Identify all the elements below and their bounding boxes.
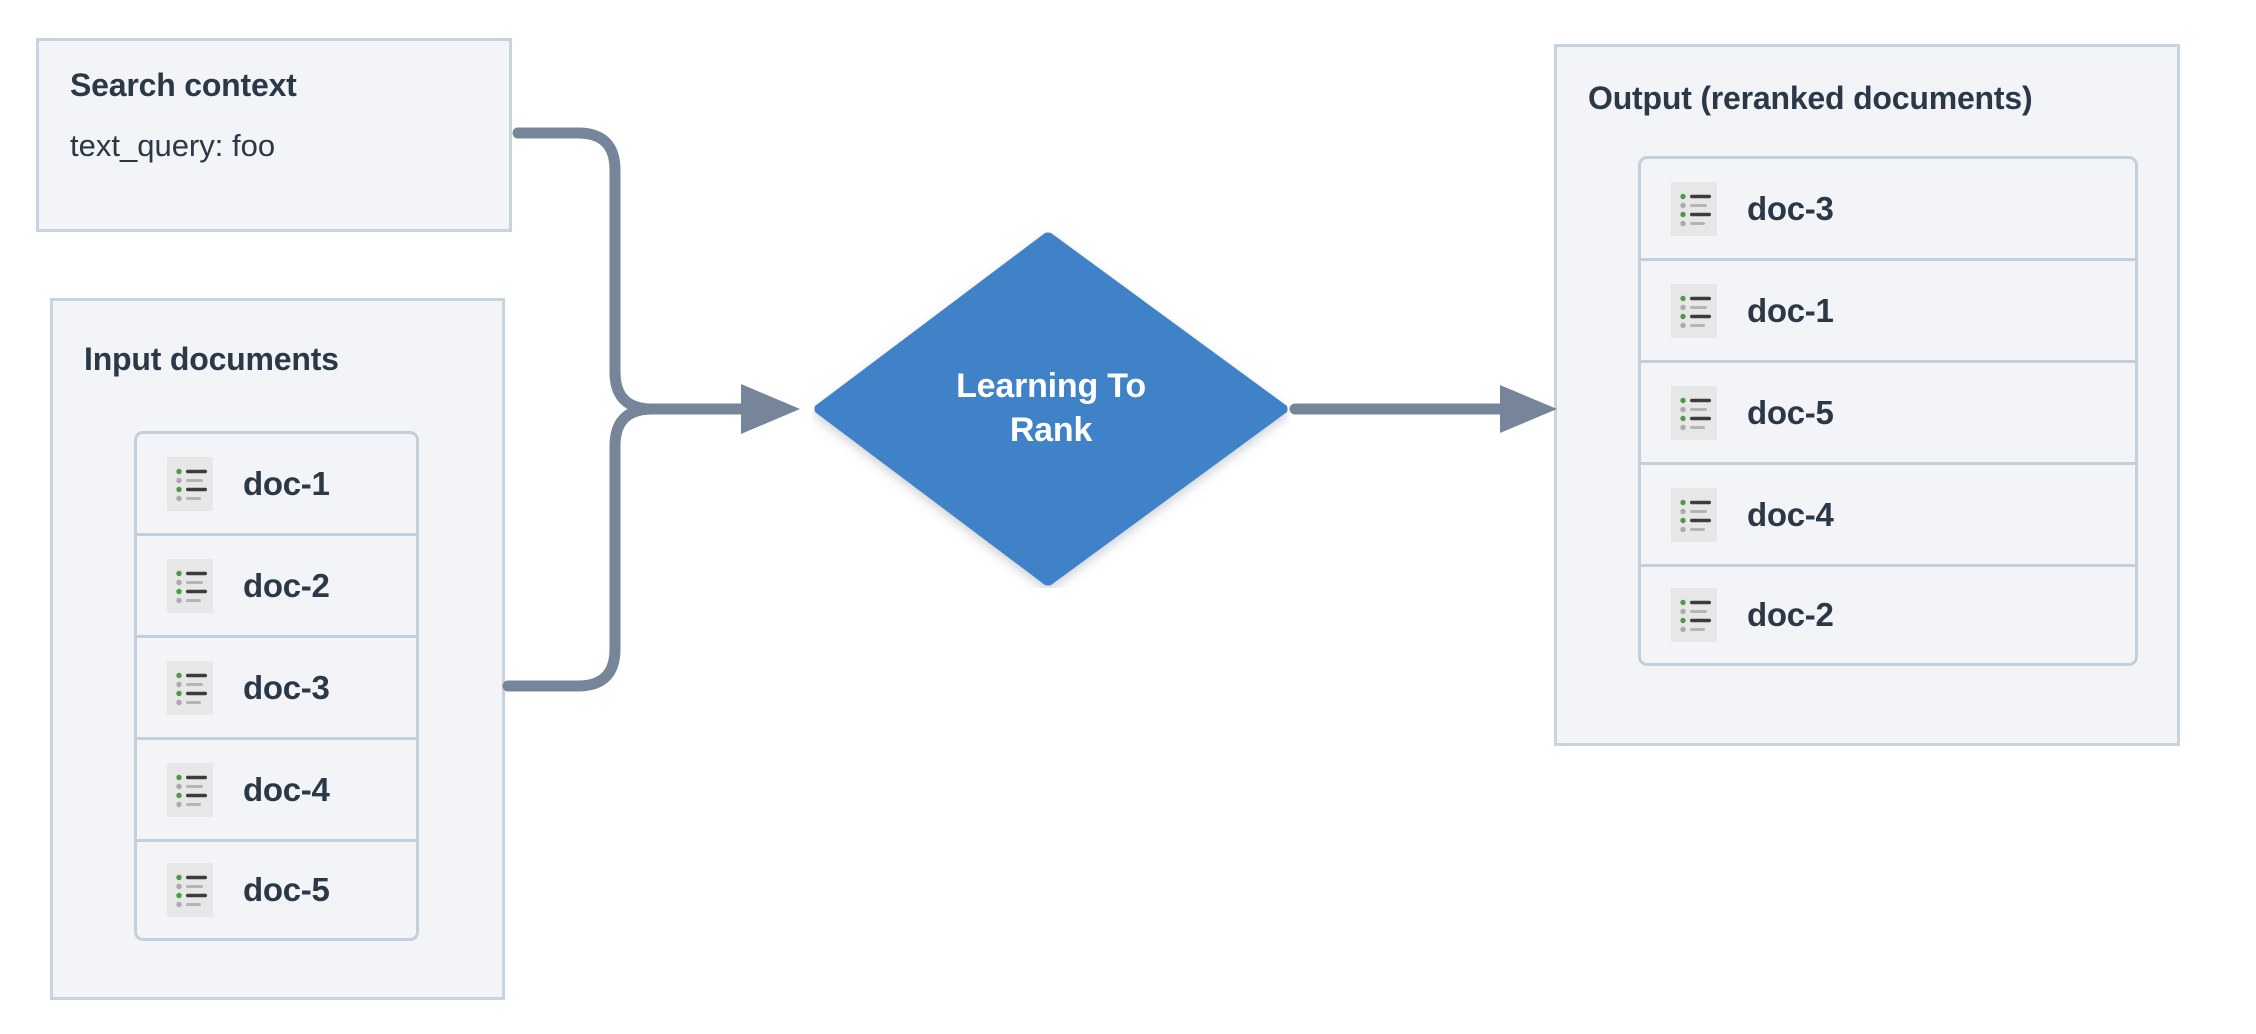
input-document-item[interactable]: doc-2 <box>134 533 419 635</box>
document-list-icon <box>167 863 213 917</box>
input-document-item[interactable]: doc-3 <box>134 635 419 737</box>
document-list-icon <box>1671 181 1717 236</box>
input-document-item-label: doc-2 <box>243 566 330 604</box>
connector-arrowhead-into-ltr <box>741 384 800 434</box>
input-document-item-label: doc-5 <box>243 871 330 908</box>
input-document-item[interactable]: doc-5 <box>134 839 419 941</box>
output-document-item[interactable]: doc-1 <box>1638 258 2138 360</box>
document-list-icon <box>167 762 213 817</box>
document-list-icon <box>167 660 213 715</box>
input-documents-title: Input documents <box>84 341 339 377</box>
document-list-icon <box>167 456 213 511</box>
input-document-item-label: doc-1 <box>243 464 330 502</box>
search-context-panel: Search context text_query: foo <box>36 38 512 232</box>
output-document-item[interactable]: doc-5 <box>1638 360 2138 462</box>
search-context-title: Search context <box>70 67 297 103</box>
output-document-item-label: doc-4 <box>1747 495 1834 533</box>
document-list-icon <box>167 558 213 613</box>
output-document-item[interactable]: doc-3 <box>1638 156 2138 258</box>
output-document-item-label: doc-2 <box>1747 596 1834 633</box>
output-document-item[interactable]: doc-2 <box>1638 564 2138 666</box>
output-document-item[interactable]: doc-4 <box>1638 462 2138 564</box>
input-document-item-label: doc-3 <box>243 668 330 706</box>
output-document-item-label: doc-5 <box>1747 393 1834 431</box>
output-document-item-label: doc-3 <box>1747 189 1834 227</box>
output-documents-list: doc-3 doc-1 doc-5 doc-4 doc-2 <box>1638 156 2138 666</box>
output-title: Output (reranked documents) <box>1588 80 2033 116</box>
input-documents-list: doc-1 doc-2 doc-3 doc-4 doc-5 <box>134 431 419 941</box>
diamond-shape-icon <box>814 232 1288 586</box>
connector-search-context-to-ltr <box>512 127 751 415</box>
input-document-item[interactable]: doc-1 <box>134 431 419 533</box>
connector-input-documents-to-ltr <box>502 403 751 692</box>
connector-arrowhead-into-output <box>1500 385 1557 433</box>
document-list-icon <box>1671 385 1717 440</box>
input-document-item-label: doc-4 <box>243 770 330 808</box>
document-list-icon <box>1671 487 1717 542</box>
document-list-icon <box>1671 283 1717 338</box>
document-list-icon <box>1671 588 1717 642</box>
input-document-item[interactable]: doc-4 <box>134 737 419 839</box>
output-document-item-label: doc-1 <box>1747 291 1834 329</box>
search-context-query: text_query: foo <box>70 128 276 163</box>
learning-to-rank-node[interactable]: Learning To Rank <box>812 230 1290 588</box>
